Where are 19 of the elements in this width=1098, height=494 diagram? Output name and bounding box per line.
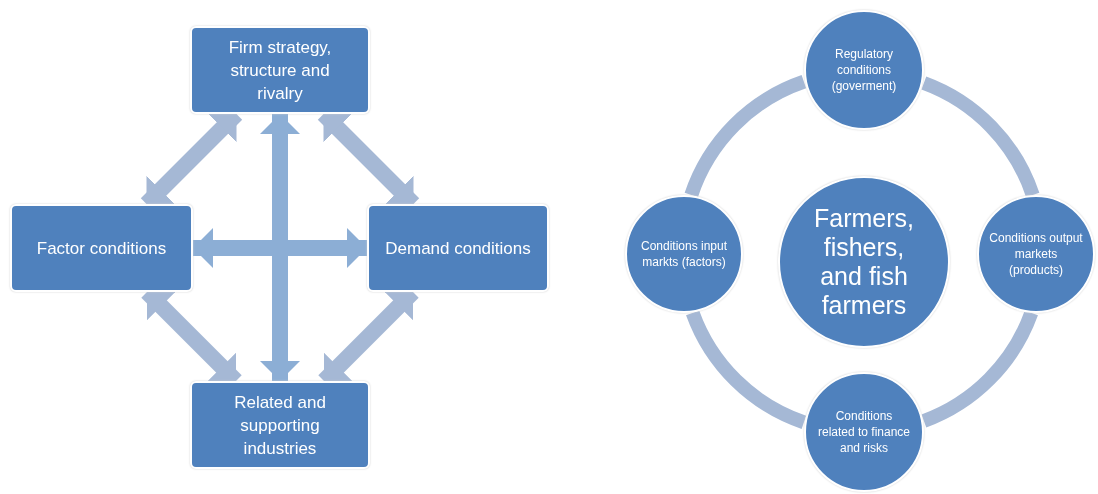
rounded-box [10,204,193,292]
node-label: Factor conditions [36,237,167,260]
ring-connector [686,310,807,429]
node-label: Farmers, fishers, and fish farmers [813,204,915,320]
node-label: Firm strategy, structure and rivalry [227,36,333,105]
node-label: Conditions input markts (factors) [639,238,729,270]
node-label: Conditions output markets (products) [989,230,1083,278]
node-label: Conditions related to finance and risks [816,408,912,456]
ring-connector [684,75,807,198]
rounded-box [190,26,370,114]
ring-connector [921,76,1040,198]
double-arrow [260,114,300,381]
node-label: Demand conditions [385,237,531,260]
rounded-box [367,204,549,292]
node-label: Regulatory conditions (goverment) [830,46,898,94]
node-label: Related and supporting industries [233,391,327,460]
rounded-box [190,381,370,469]
ring-connector [921,310,1038,428]
double-arrow [193,228,367,268]
